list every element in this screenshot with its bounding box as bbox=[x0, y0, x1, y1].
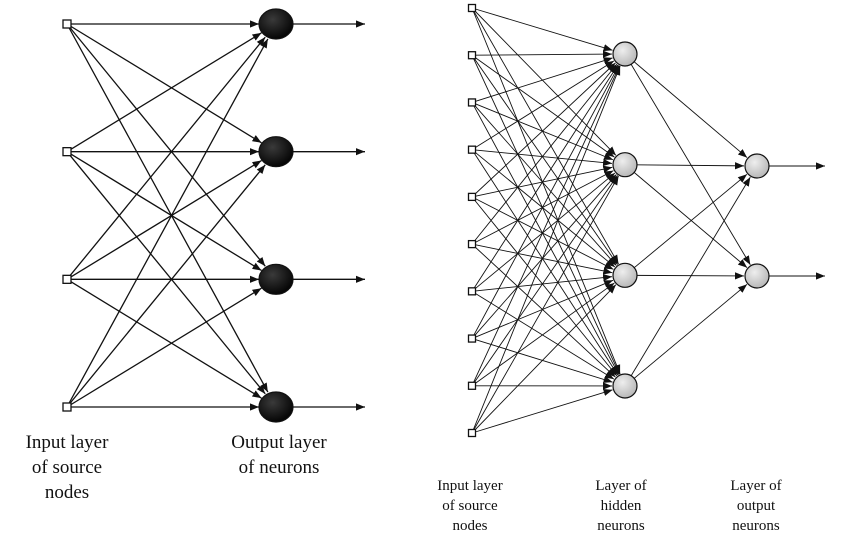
source-node bbox=[467, 51, 477, 60]
connection-arrow bbox=[471, 65, 621, 434]
connection-arrow bbox=[471, 149, 619, 376]
right-output-layer-caption: Layer of output neurons bbox=[730, 478, 782, 534]
neuron-node bbox=[258, 136, 294, 168]
connection-arrow bbox=[624, 53, 748, 158]
connection-arrow bbox=[471, 7, 617, 156]
connection-arrow bbox=[66, 23, 269, 393]
connection-arrow bbox=[66, 151, 262, 272]
connection-arrow bbox=[471, 149, 616, 268]
connection-arrow bbox=[471, 243, 616, 378]
neuron-node bbox=[258, 263, 294, 295]
left-output-layer-caption: Output layer of neurons bbox=[231, 432, 327, 478]
neuron-node bbox=[612, 41, 638, 67]
connection-arrow bbox=[471, 175, 619, 434]
source-node bbox=[467, 381, 477, 390]
connection-arrow bbox=[471, 389, 613, 434]
connection-arrow bbox=[471, 7, 613, 52]
connection-arrow bbox=[471, 290, 615, 380]
connection-arrow bbox=[66, 287, 262, 408]
source-node bbox=[62, 402, 72, 412]
source-node bbox=[467, 334, 477, 343]
source-node bbox=[467, 239, 477, 249]
connection-arrow bbox=[471, 60, 615, 151]
source-node bbox=[467, 428, 477, 438]
connection-arrow bbox=[624, 53, 751, 266]
connection-arrow bbox=[624, 283, 748, 387]
connection-arrow bbox=[471, 57, 613, 103]
connection-arrow bbox=[66, 36, 266, 280]
connection-arrow bbox=[471, 62, 616, 198]
connection-arrow bbox=[471, 196, 618, 377]
multilayer-nodes bbox=[467, 3, 770, 438]
connection-arrow bbox=[471, 282, 615, 387]
connection-arrow bbox=[66, 32, 262, 153]
connection-arrow bbox=[471, 50, 613, 58]
multilayer-connections bbox=[471, 7, 825, 434]
connection-arrow bbox=[66, 23, 266, 267]
connection-arrow bbox=[471, 65, 620, 339]
connection-arrow bbox=[471, 175, 618, 387]
connection-arrow bbox=[471, 7, 621, 375]
neuron-node bbox=[258, 8, 294, 40]
connection-arrow bbox=[66, 164, 266, 408]
neuron-node bbox=[258, 391, 294, 423]
connection-arrow bbox=[624, 176, 751, 387]
neuron-node bbox=[744, 153, 770, 179]
connection-arrow bbox=[471, 7, 619, 265]
source-node bbox=[467, 145, 477, 154]
connection-arrow bbox=[66, 23, 262, 144]
connection-arrow bbox=[66, 151, 266, 395]
single-layer-nodes bbox=[62, 8, 294, 423]
connection-arrow bbox=[66, 159, 262, 280]
left-input-layer-caption: Input layer of source nodes bbox=[25, 432, 109, 503]
connection-arrow bbox=[471, 172, 616, 292]
connection-arrow bbox=[471, 63, 618, 245]
connection-arrow bbox=[624, 164, 748, 268]
connection-arrow bbox=[471, 54, 618, 265]
connection-arrow bbox=[471, 55, 620, 375]
connection-arrow bbox=[624, 272, 745, 280]
neuron-node bbox=[744, 263, 770, 289]
connection-arrow bbox=[66, 38, 269, 408]
neuron-node bbox=[612, 373, 638, 399]
connection-arrow bbox=[471, 65, 620, 386]
right-input-layer-caption: Input layer of source nodes bbox=[437, 478, 503, 534]
neuron-node bbox=[612, 152, 638, 178]
connection-arrow bbox=[471, 284, 617, 434]
source-node bbox=[467, 3, 477, 13]
connection-arrow bbox=[624, 162, 745, 170]
connection-arrow bbox=[471, 102, 617, 266]
source-node bbox=[62, 147, 72, 157]
connection-arrow bbox=[471, 174, 617, 339]
connection-arrow bbox=[624, 173, 748, 276]
connection-arrow bbox=[471, 102, 620, 375]
connection-arrow bbox=[66, 278, 262, 399]
neuron-node bbox=[612, 262, 638, 288]
connection-arrow bbox=[471, 64, 619, 292]
source-node bbox=[467, 192, 477, 202]
single-layer-connections bbox=[66, 20, 365, 411]
source-node bbox=[62, 274, 72, 284]
right-hidden-layer-caption: Layer of hidden neurons bbox=[595, 478, 647, 534]
source-node bbox=[62, 19, 72, 29]
source-node bbox=[467, 98, 477, 107]
source-node bbox=[467, 287, 477, 296]
